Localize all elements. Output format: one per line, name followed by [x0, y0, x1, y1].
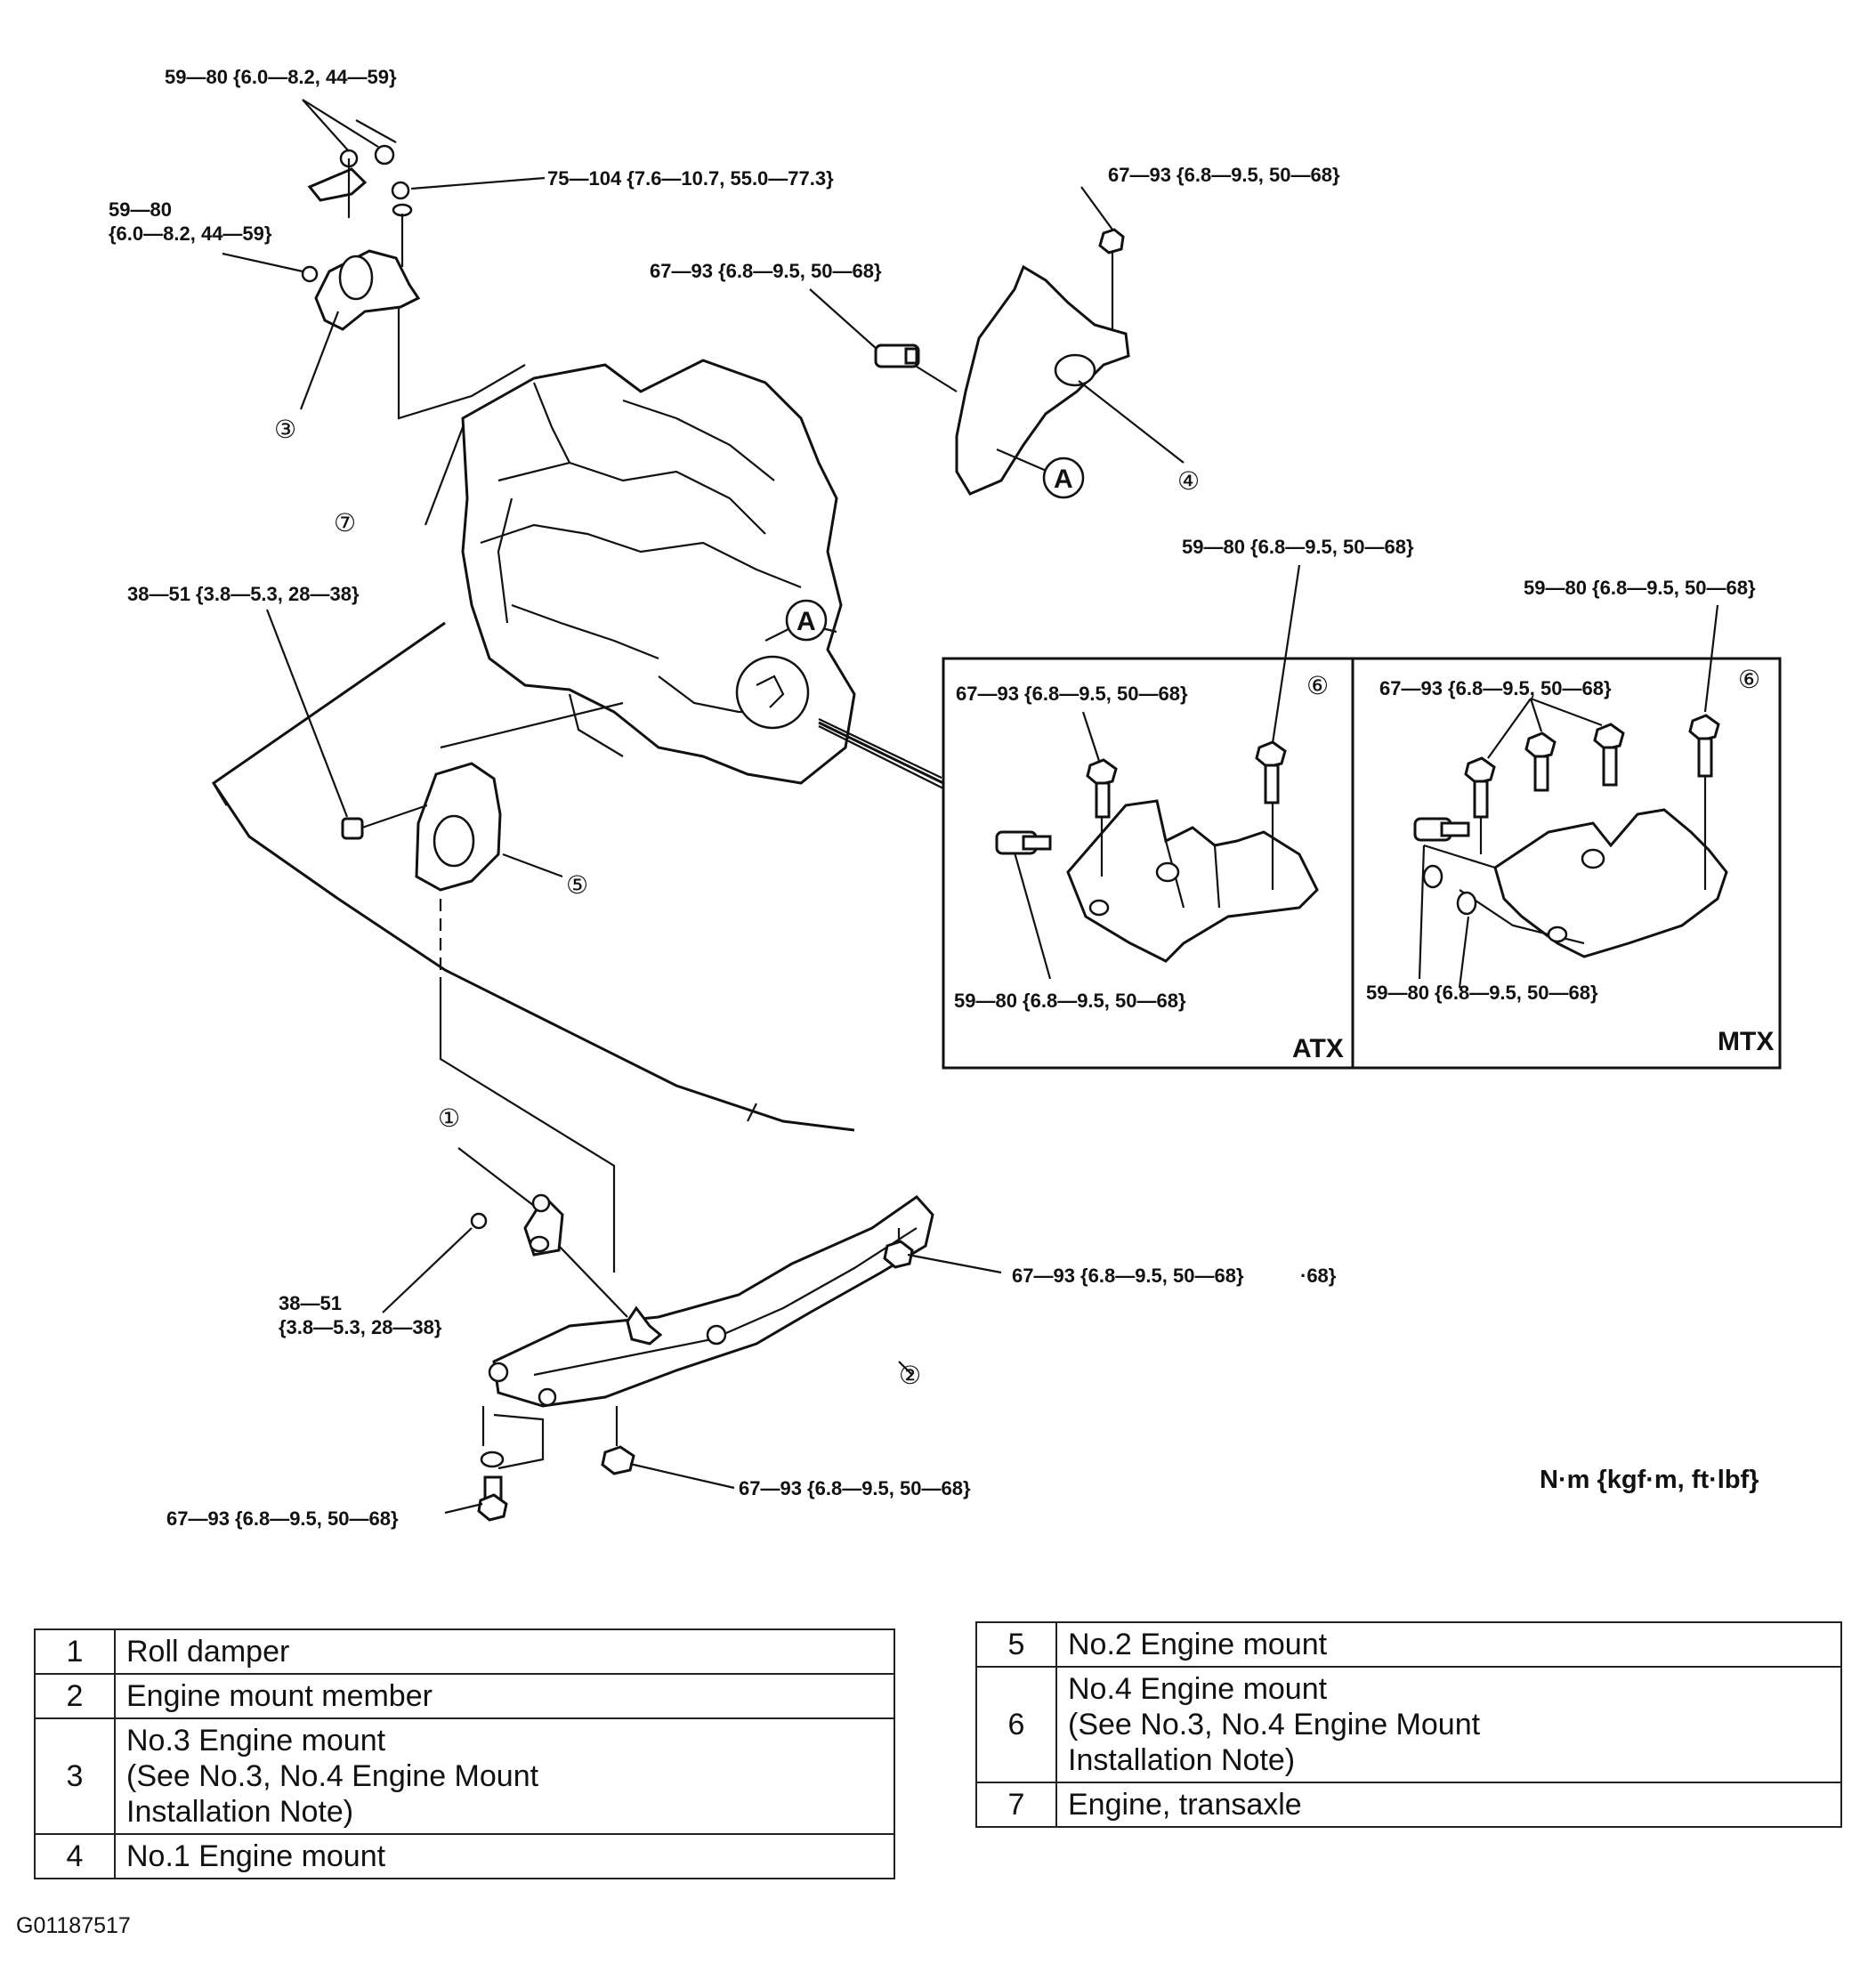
torque-atx-top: 59—80 {6.8—9.5, 50—68} [1182, 536, 1414, 558]
legend-description: Roll damper [114, 1628, 895, 1675]
callout-4: ④ [1177, 467, 1200, 495]
torque-no1-top: 67—93 {6.8—9.5, 50—68} [1108, 164, 1340, 186]
legend-description-line: Engine, transaxle [1068, 1788, 1302, 1822]
torque-member-left: 67—93 {6.8—9.5, 50—68} [166, 1507, 399, 1530]
legend-number: 4 [34, 1833, 116, 1879]
callout-2: ② [899, 1362, 921, 1389]
torque-no3-left-line2: {6.0—8.2, 44—59} [109, 222, 272, 245]
legend-description-line: No.1 Engine mount [126, 1839, 386, 1873]
torque-member-right: 67—93 {6.8—9.5, 50—68} [1012, 1265, 1244, 1287]
legend-row: 7 Engine, transaxle [975, 1782, 1842, 1828]
legend-row: 5 No.2 Engine mount [975, 1621, 1842, 1668]
torque-units: N·m {kgf·m, ft·lbf} [1540, 1466, 1759, 1494]
inset-atx-label: ATX [1292, 1034, 1344, 1063]
torque-damper-line2: {3.8—5.3, 28—38} [279, 1316, 442, 1338]
torque-atx-left: 67—93 {6.8—9.5, 50—68} [956, 683, 1188, 705]
legend-row: 1 Roll damper [34, 1628, 895, 1675]
legend-description: No.1 Engine mount [114, 1833, 895, 1879]
torque-damper-line1: 38—51 [279, 1292, 342, 1314]
marker-a-no1-mount: A [1054, 465, 1073, 494]
inset-mtx-label: MTX [1718, 1027, 1774, 1056]
legend-description: No.3 Engine mount(See No.3, No.4 Engine … [114, 1717, 895, 1835]
legend-description-line: (See No.3, No.4 Engine Mount [1068, 1708, 1481, 1742]
no3-engine-mount-drawing [301, 144, 526, 420]
torque-no2-bolt: 38—51 {3.8—5.3, 28—38} [127, 583, 360, 605]
no4-mount-inset [942, 657, 1782, 1070]
legend-description-line: Installation Note) [126, 1795, 354, 1829]
legend-number: 7 [975, 1782, 1057, 1828]
no2-engine-mount-drawing [341, 701, 624, 1273]
legend-row: 2 Engine mount member [34, 1673, 895, 1719]
legend-description-line: Installation Note) [1068, 1743, 1296, 1777]
callout-6-mtx: ⑥ [1738, 666, 1760, 693]
legend-description: Engine mount member [114, 1673, 895, 1719]
torque-mtx-bottom: 59—80 {6.8—9.5, 50—68} [1366, 982, 1598, 1004]
torque-member-right-extra: ·68} [1300, 1265, 1337, 1287]
torque-no3-right: 75—104 {7.6—10.7, 55.0—77.3} [547, 167, 834, 190]
marker-a-engine: A [797, 607, 816, 636]
legend-description-line: No.2 Engine mount [1068, 1628, 1328, 1661]
legend-description-line: No.3 Engine mount [126, 1724, 386, 1758]
torque-member-bottom: 67—93 {6.8—9.5, 50—68} [739, 1477, 971, 1499]
legend-row: 4 No.1 Engine mount [34, 1833, 895, 1879]
legend-description-line: No.4 Engine mount [1068, 1672, 1328, 1706]
callout-6-atx: ⑥ [1306, 672, 1329, 699]
figure-id: G01187517 [16, 1913, 131, 1938]
legend-number: 1 [34, 1628, 116, 1675]
no1-engine-mount-drawing [874, 228, 1130, 496]
legend-number: 6 [975, 1666, 1057, 1783]
torque-mtx-top: 59—80 {6.8—9.5, 50—68} [1524, 577, 1756, 599]
engine-mount-member-drawing [470, 1193, 934, 1522]
callout-7: ⑦ [334, 509, 356, 537]
callout-3: ③ [274, 416, 296, 443]
legend-number: 5 [975, 1621, 1057, 1668]
legend-description: No.4 Engine mount(See No.3, No.4 Engine … [1055, 1666, 1842, 1783]
torque-no1-bolt: 67—93 {6.8—9.5, 50—68} [650, 260, 882, 282]
legend-number: 2 [34, 1673, 116, 1719]
legend-description-line: Roll damper [126, 1635, 290, 1669]
legend-description-line: (See No.3, No.4 Engine Mount [126, 1759, 539, 1793]
leader-lines [222, 99, 1719, 1515]
callout-1: ① [438, 1104, 460, 1132]
legend-description-line: Engine mount member [126, 1679, 433, 1713]
engine-transaxle-drawing [211, 359, 856, 1132]
torque-atx-bottom: 59—80 {6.8—9.5, 50—68} [954, 990, 1186, 1012]
torque-no3-left-line1: 59—80 [109, 198, 172, 221]
torque-mtx-left: 67—93 {6.8—9.5, 50—68} [1379, 677, 1612, 699]
callout-5: ⑤ [566, 871, 588, 899]
torque-no3-top: 59—80 {6.0—8.2, 44—59} [165, 66, 397, 88]
engine-mount-diagram: 59—80 {6.0—8.2, 44—59} 75—104 {7.6—10.7,… [109, 66, 1782, 1530]
legend-description: No.2 Engine mount [1055, 1621, 1842, 1668]
legend-number: 3 [34, 1717, 116, 1835]
legend-description: Engine, transaxle [1055, 1782, 1842, 1828]
